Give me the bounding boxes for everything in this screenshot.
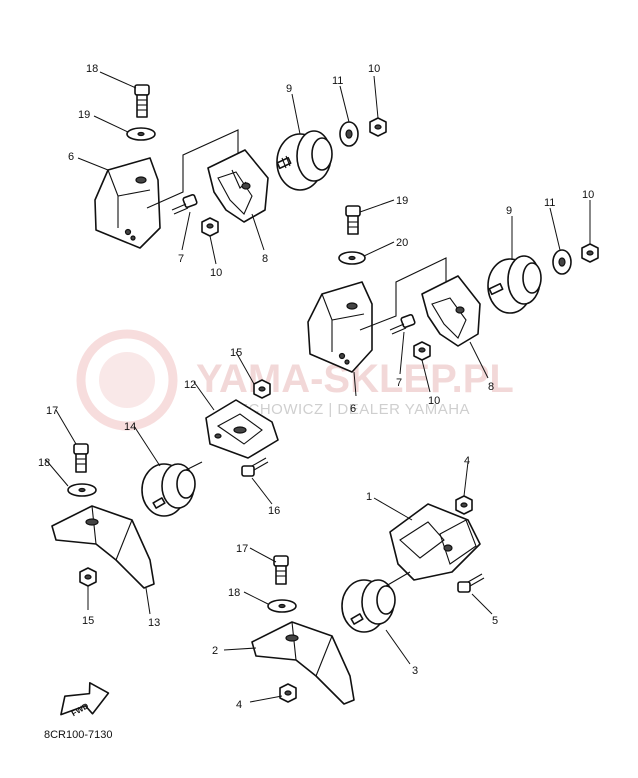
bolt-19-b — [345, 205, 361, 235]
callout-4-b: 4 — [236, 699, 242, 711]
callout-17-a: 17 — [46, 405, 58, 417]
leader-lines — [45, 71, 591, 703]
bracket-6-b — [307, 281, 373, 373]
callout-11-b: 11 — [544, 197, 555, 209]
callout-7-a: 7 — [178, 253, 184, 265]
washer-20-b — [338, 251, 366, 265]
callout-20-a: 19 — [78, 109, 90, 121]
bracket-6-a — [94, 157, 161, 249]
fwd-arrow-icon: FWD — [60, 682, 110, 718]
callout-10-a: 10 — [210, 267, 222, 279]
bolt-17-b — [273, 555, 289, 585]
watermark-subtitle: ECHOWICZ | DEALER YAMAHA — [238, 401, 470, 418]
callout-15-a: 15 — [230, 347, 242, 359]
callout-6-a: 6 — [68, 151, 74, 163]
callout-16: 16 — [268, 505, 280, 517]
nut-10-a — [201, 217, 219, 237]
assembly-middle-left — [51, 379, 279, 589]
bracket-2 — [251, 621, 355, 705]
engine-mount-9-b — [487, 255, 542, 314]
callout-9-a: 9 — [286, 83, 292, 95]
callout-15-b: 15 — [82, 615, 94, 627]
diagram-code: 8CR100-7130 — [44, 729, 113, 741]
callout-12: 12 — [184, 379, 196, 391]
callout-7-b: 7 — [396, 377, 402, 389]
washer-18-a — [67, 483, 97, 497]
bolt-7-a — [171, 194, 198, 215]
bracket-12 — [205, 399, 279, 459]
bolt-19-a — [134, 84, 150, 118]
washer-11-b — [552, 249, 572, 275]
bolt-17-a — [73, 443, 89, 473]
callout-labels: 18 19 6 7 10 8 9 11 10 19 20 6 7 10 8 9 … — [38, 63, 594, 711]
bracket-8-b — [421, 275, 481, 347]
callout-10-b: 10 — [368, 63, 380, 75]
callout-8-a: 8 — [262, 253, 268, 265]
callout-14: 14 — [124, 421, 136, 433]
engine-mount-14 — [141, 461, 203, 517]
callout-18-a: 18 — [38, 457, 50, 469]
callout-6-b: 6 — [350, 403, 356, 415]
watermark: YAMA-SKLEP.PL ECHOWICZ | DEALER YAMAHA — [76, 329, 514, 431]
callout-13: 13 — [148, 617, 160, 629]
callout-17-b: 17 — [236, 543, 248, 555]
bolt-7-b — [389, 314, 416, 335]
callout-18-b: 18 — [228, 587, 240, 599]
callout-5: 5 — [492, 615, 498, 627]
bracket-8-a — [207, 149, 269, 223]
engine-mount-9-a — [276, 130, 333, 191]
bracket-1 — [389, 503, 481, 581]
assembly-bottom-right — [251, 495, 485, 705]
assembly-top-left — [94, 84, 387, 249]
callout-11-a: 11 — [332, 75, 343, 87]
callout-8-b: 8 — [488, 381, 494, 393]
callout-10-c: 10 — [428, 395, 440, 407]
nut-15-a — [253, 379, 271, 399]
callout-2: 2 — [212, 645, 218, 657]
callout-19-a: 18 — [86, 63, 98, 75]
nut-10-d — [581, 243, 599, 263]
callout-19-b: 19 — [396, 195, 408, 207]
callout-10-d: 10 — [582, 189, 594, 201]
nut-10-b — [369, 117, 387, 137]
callout-1: 1 — [366, 491, 372, 503]
assembly-top-right — [307, 205, 599, 373]
nut-4-a — [455, 495, 473, 515]
engine-mount-3 — [341, 571, 411, 633]
nut-15-b — [79, 567, 97, 587]
callout-20-b: 20 — [396, 237, 408, 249]
bolt-16 — [241, 457, 269, 477]
nut-4-b — [279, 683, 297, 703]
washer-11-a — [339, 121, 359, 147]
nut-10-c — [413, 341, 431, 361]
washer-18-b — [267, 599, 297, 613]
callout-9-b: 9 — [506, 205, 512, 217]
washer-20-a — [126, 127, 156, 141]
callout-3: 3 — [412, 665, 418, 677]
callout-4-a: 4 — [464, 455, 470, 467]
bracket-13 — [51, 505, 155, 589]
bolt-5 — [457, 573, 485, 593]
